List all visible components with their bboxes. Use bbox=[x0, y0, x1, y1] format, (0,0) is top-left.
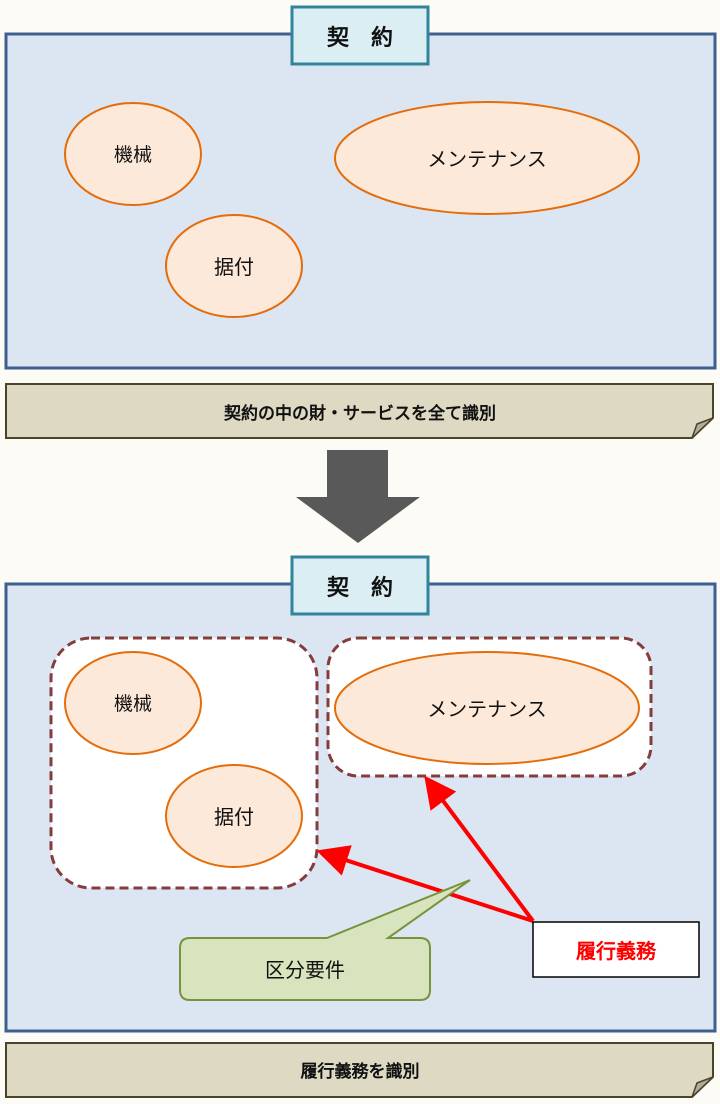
distinct-criteria-callout bbox=[179, 879, 471, 1001]
bottom-caption-banner: 履行義務を識別 bbox=[5, 1042, 714, 1098]
item-machine bbox=[64, 102, 202, 206]
item-installation bbox=[165, 764, 303, 868]
item-machine bbox=[64, 651, 202, 755]
item-machine-label: 機械 bbox=[114, 693, 152, 715]
performance-obligation-box bbox=[532, 921, 700, 978]
obligation-arrow-goods bbox=[316, 845, 534, 923]
item-installation-label: 据付 bbox=[214, 255, 254, 279]
obligation-arrow-service bbox=[424, 775, 535, 923]
bottom-contract-panel: 契 約 機械 メンテナンス 据付 区分要件 履行義務 bbox=[4, 555, 717, 1033]
down-arrow-icon bbox=[296, 450, 420, 543]
top-contract-panel: 契 約 機械 メンテナンス 据付 bbox=[4, 5, 717, 370]
item-maintenance-label: メンテナンス bbox=[427, 147, 547, 171]
top-caption: 契約の中の財・サービスを全て識別 bbox=[223, 403, 496, 424]
top-caption-banner: 契約の中の財・サービスを全て識別 bbox=[5, 383, 714, 439]
item-installation-label: 据付 bbox=[214, 805, 254, 829]
item-maintenance bbox=[334, 651, 640, 765]
performance-obligation-label: 履行義務 bbox=[576, 939, 657, 963]
item-machine-label: 機械 bbox=[114, 144, 152, 166]
bottom-caption: 履行義務を識別 bbox=[301, 1061, 420, 1082]
item-maintenance-label: メンテナンス bbox=[427, 697, 547, 721]
contract-title: 契 約 bbox=[326, 575, 393, 601]
item-maintenance bbox=[334, 101, 640, 215]
item-installation bbox=[165, 214, 303, 318]
contract-title: 契 約 bbox=[326, 25, 393, 51]
callout-label: 区分要件 bbox=[265, 958, 345, 982]
contract-title-box bbox=[290, 5, 430, 66]
contract-title-box bbox=[290, 555, 430, 616]
